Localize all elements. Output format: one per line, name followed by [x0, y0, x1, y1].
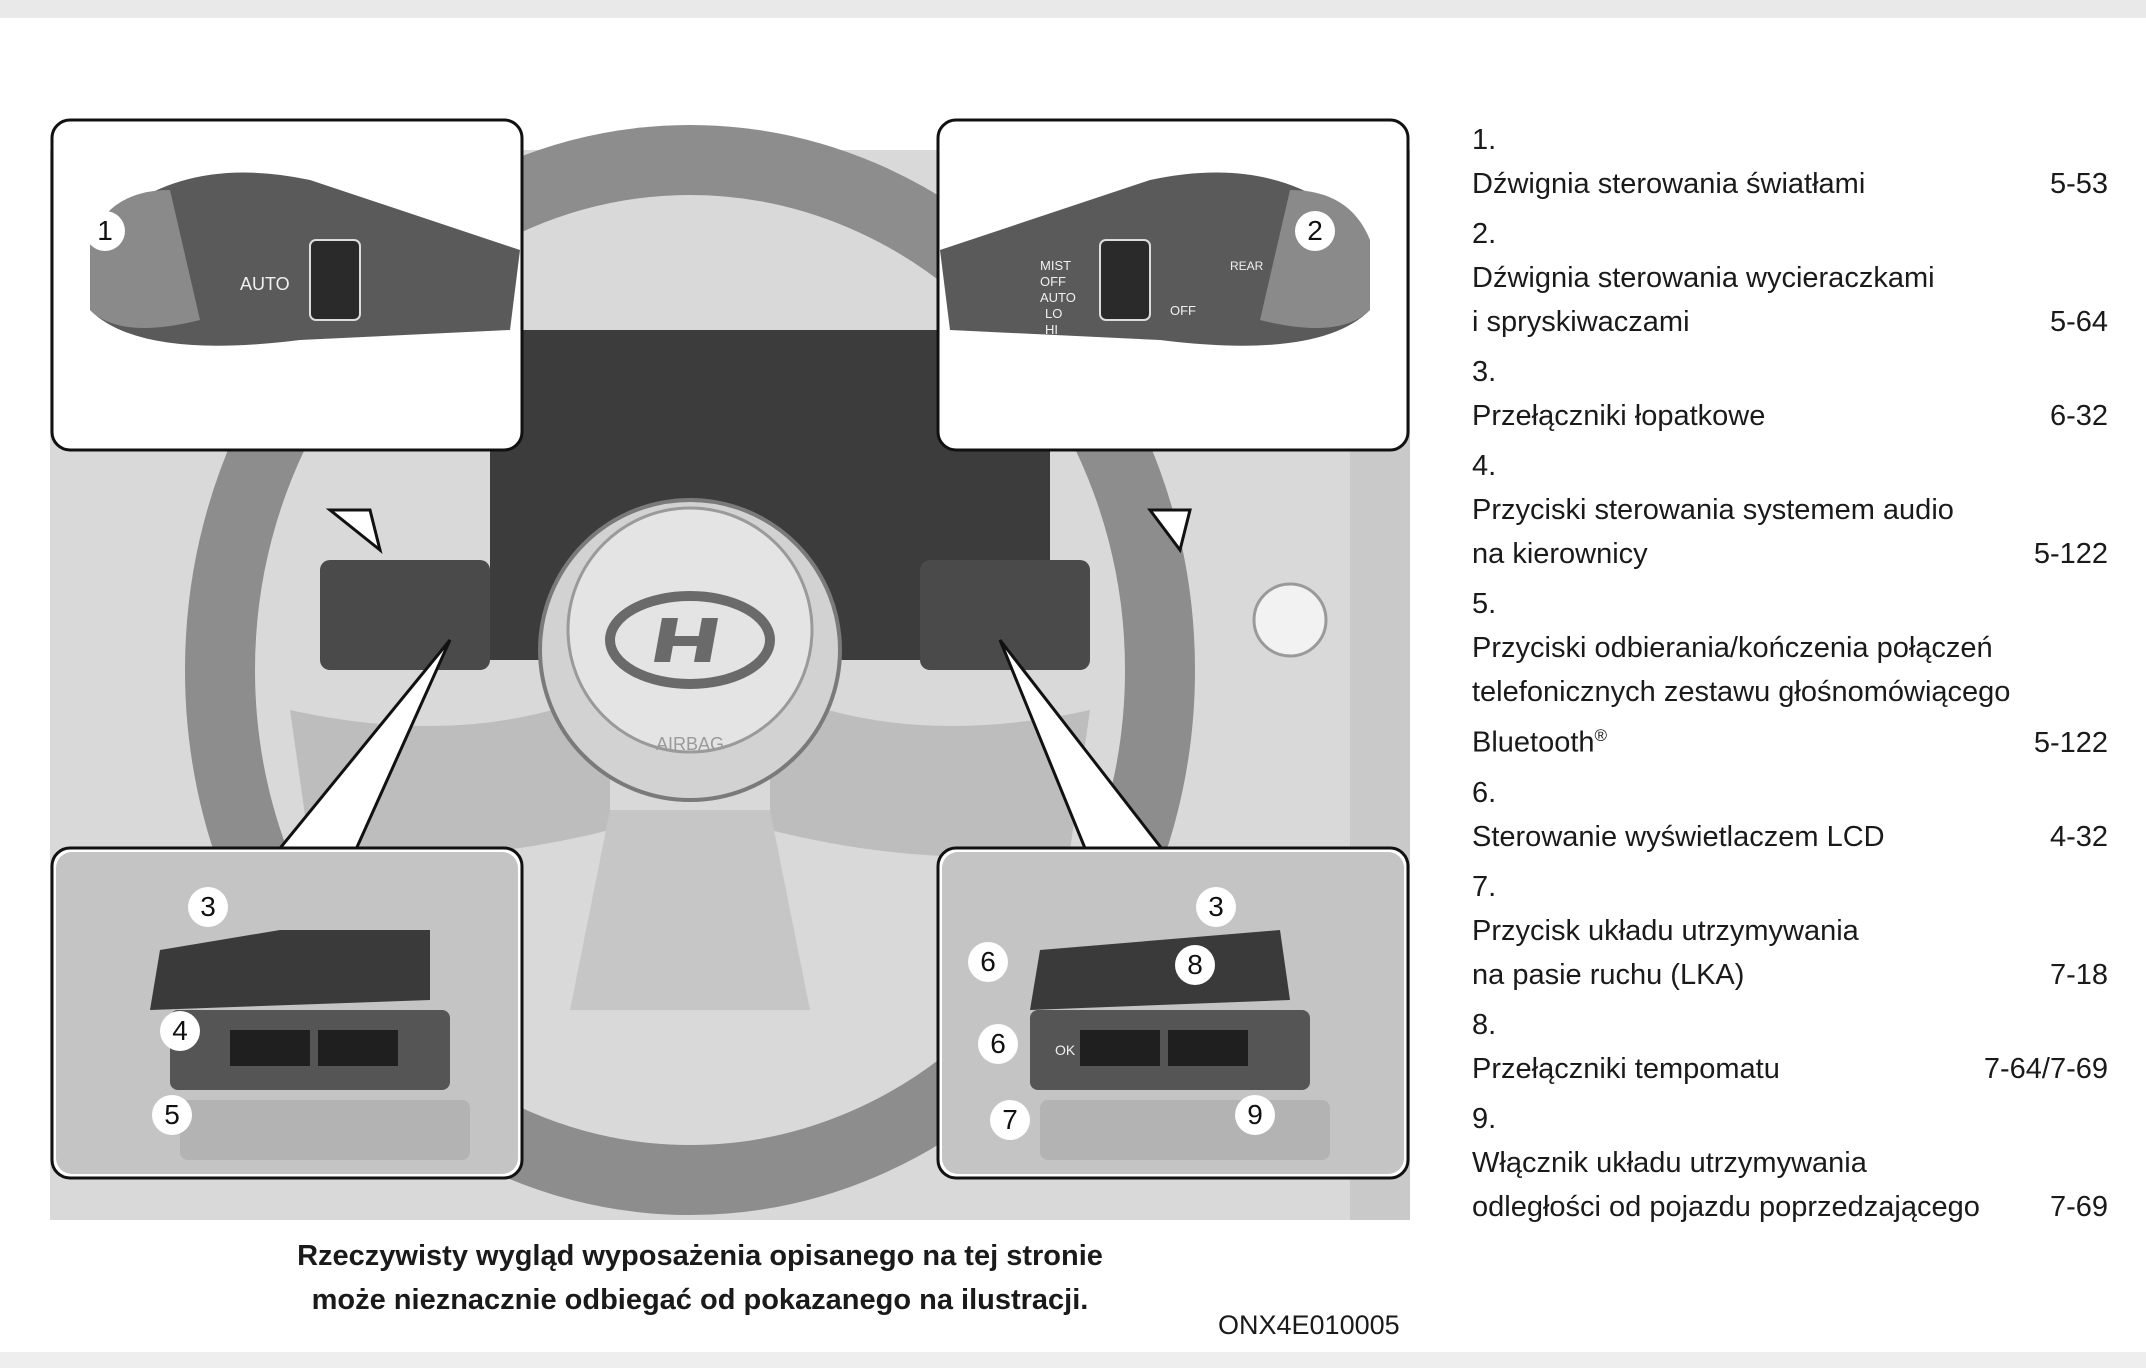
legend-text: odległości od pojazdu poprzedzającego	[1472, 1190, 1980, 1223]
legend-text: Przyciski sterowania systemem audio	[1472, 494, 1954, 526]
legend-number: 7.	[1472, 870, 1497, 903]
brand-logo	[605, 591, 775, 689]
legend-page-ref: 6-32	[2049, 400, 2108, 432]
wiper-mist-label: MIST	[1040, 258, 1071, 273]
legend-number: 5.	[1472, 588, 1497, 620]
callout-3-left: 3	[188, 887, 228, 927]
legend-text: Bluetooth	[1472, 726, 1595, 759]
legend-text: Sterowanie wyświetlaczem LCD	[1472, 820, 1885, 853]
legend-item: 5. Przyciski odbierania/kończenia połącz…	[1472, 582, 2108, 765]
light-stalk	[90, 172, 520, 346]
illustration-drawing: AIRBAG AUTO MIST OFF AUTO LO HI OFF REAR	[50, 110, 1410, 1225]
bottom-band	[0, 1352, 2146, 1368]
legend-number: 1.	[1472, 124, 1497, 156]
wiper-stalk	[940, 172, 1370, 346]
wiper-off-label: OFF	[1040, 274, 1066, 289]
legend-page-ref: 5-53	[2049, 168, 2108, 200]
wiper-hi-label: HI	[1045, 322, 1058, 337]
callout-4: 4	[160, 1011, 200, 1051]
legend-page-ref: 5-64	[2049, 306, 2108, 338]
callout-8: 8	[1175, 945, 1215, 985]
ok-label: OK	[1055, 1042, 1076, 1058]
callout-3-right: 3	[1196, 887, 1236, 927]
callout-6b: 6	[978, 1024, 1018, 1064]
legend-text: na kierownicy	[1472, 538, 1648, 570]
legend-item: 2. Dźwignia sterowania wycieraczkami i s…	[1472, 212, 2108, 344]
legend-item: 1. Dźwignia sterowania światłami 5-53	[1472, 118, 2108, 206]
airbag-label: AIRBAG	[656, 734, 724, 754]
legend-text: Przyciski odbierania/kończenia połączeń	[1472, 632, 1993, 664]
legend-item: 9. Włącznik układu utrzymywania odległoś…	[1472, 1097, 2108, 1229]
legend-page-ref: 7-69	[2049, 1190, 2108, 1223]
legend-text: Włącznik układu utrzymywania	[1472, 1146, 1867, 1179]
legend-page-ref: 7-64/7-69	[1983, 1052, 2108, 1085]
disclaimer-line-1: Rzeczywisty wygląd wyposażenia opisanego…	[297, 1240, 1103, 1272]
legend-text: Przełączniki tempomatu	[1472, 1052, 1780, 1085]
legend-item: 4. Przyciski sterowania systemem audio n…	[1472, 444, 2108, 576]
wiper-lo-label: LO	[1045, 306, 1062, 321]
callout-9: 9	[1235, 1095, 1275, 1135]
legend-number: 3.	[1472, 356, 1497, 388]
legend-number: 6.	[1472, 776, 1497, 809]
legend-item: 8. Przełączniki tempomatu 7-64/7-69	[1472, 1003, 2108, 1091]
legend-item: 6. Sterowanie wyświetlaczem LCD 4-32	[1472, 771, 2108, 859]
legend-page-ref: 4-32	[2049, 820, 2108, 853]
legend-text: na pasie ruchu (LKA)	[1472, 958, 1745, 991]
callout-5: 5	[152, 1095, 192, 1135]
callout-6a: 6	[968, 942, 1008, 982]
steering-wheel-illustration: AIRBAG AUTO MIST OFF AUTO LO HI OFF REAR	[50, 110, 1410, 1225]
legend-number: 9.	[1472, 1102, 1497, 1135]
callout-7: 7	[990, 1100, 1030, 1140]
legend-page-ref: 5-122	[2033, 726, 2108, 759]
callout-2: 2	[1295, 211, 1335, 251]
image-code: ONX4E010005	[1218, 1310, 1400, 1340]
component-legend: 1. Dźwignia sterowania światłami 5-53 2.…	[1472, 118, 2108, 1235]
wiper-rear-label: REAR	[1230, 259, 1264, 273]
wiper-auto-label: AUTO	[1040, 290, 1076, 305]
callout-1: 1	[85, 211, 125, 251]
legend-text: Przycisk układu utrzymywania	[1472, 914, 1859, 947]
legend-number: 8.	[1472, 1008, 1497, 1041]
legend-page-ref: 5-122	[2033, 538, 2108, 570]
top-band	[0, 0, 2146, 18]
legend-text: Dźwignia sterowania wycieraczkami	[1472, 262, 1935, 294]
wheel-rim	[185, 125, 1195, 1215]
legend-page-ref: 7-18	[2049, 958, 2108, 991]
disclaimer-line-2: może nieznacznie odbiegać od pokazanego …	[311, 1284, 1089, 1316]
legend-number: 4.	[1472, 450, 1497, 482]
legend-text: Przełączniki łopatkowe	[1472, 400, 1766, 432]
registered-mark: ®	[1594, 726, 1608, 745]
legend-text: i spryskiwaczami	[1472, 306, 1690, 338]
legend-item: 3. Przełączniki łopatkowe 6-32	[1472, 350, 2108, 438]
start-button	[1252, 582, 1328, 658]
legend-text: telefonicznych zestawu głośnomówiącego	[1472, 676, 2011, 708]
disclaimer-note: Rzeczywisty wygląd wyposażenia opisanego…	[230, 1234, 1170, 1322]
legend-number: 2.	[1472, 218, 1497, 250]
legend-text: Dźwignia sterowania światłami	[1472, 168, 1866, 200]
light-stalk-auto-label: AUTO	[240, 274, 290, 294]
wiper-rear-off-label: OFF	[1170, 303, 1196, 318]
legend-item: 7. Przycisk układu utrzymywania na pasie…	[1472, 865, 2108, 997]
